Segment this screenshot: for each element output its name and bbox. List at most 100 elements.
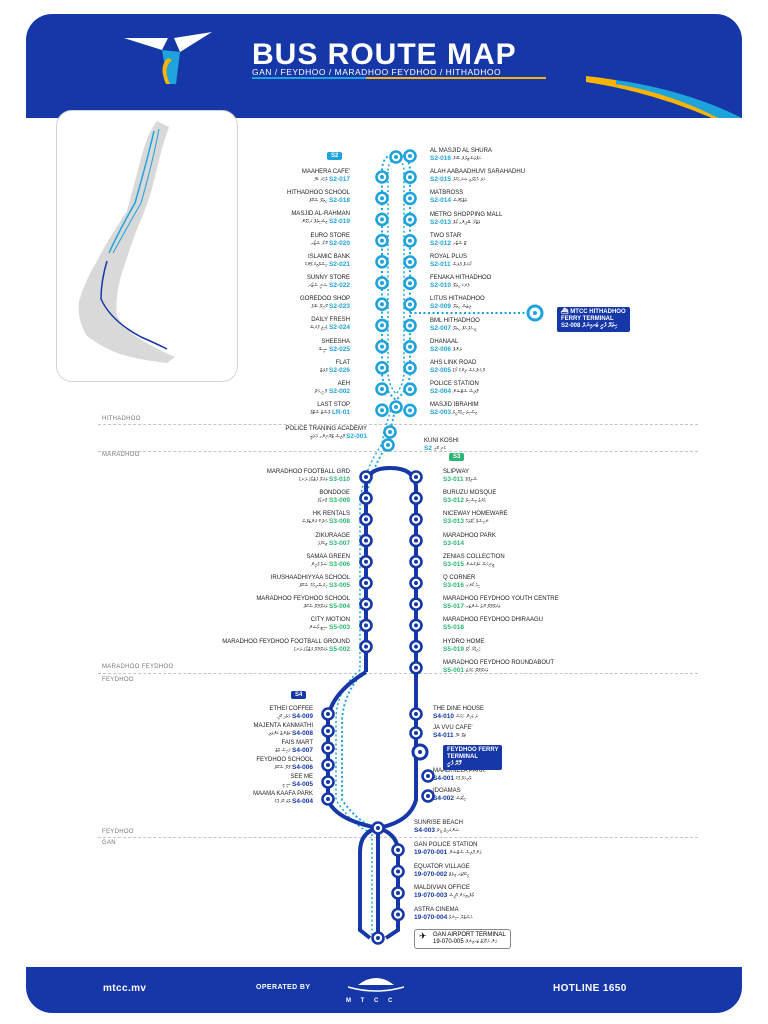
stop-code: S4-006: [292, 764, 313, 771]
hotline-number[interactable]: HOTLINE 1650: [553, 983, 627, 994]
stop-dhivehi-name: ބޮނޑޯގެ: [317, 498, 328, 505]
stop-code: S2-019: [329, 218, 350, 226]
bus-stop-dot: [414, 602, 418, 607]
stop-dhivehi-name: ޔޫރޯ ސްޓޯރ: [310, 240, 328, 247]
bus-stop-dot: [414, 712, 418, 716]
bus-stop-dot: [414, 581, 418, 585]
stop-dhivehi-name: އިރުޝާދިއްޔާ ސްކޫލް: [299, 583, 328, 589]
bus-stop-dot: [408, 302, 412, 307]
bus-stop-dot: [418, 750, 422, 754]
stop-dhivehi-name: ބީ.އެމް.އެލް ހިތަދޫ: [452, 325, 477, 332]
stop-name: FEYDHOO SCHOOL: [256, 757, 313, 763]
stop-code: S4-001: [433, 775, 454, 782]
stop-dhivehi-name: މިސްކިތު އިބްރާހީމް: [452, 410, 478, 417]
stop-name: AHS LINK ROAD: [430, 360, 477, 366]
stop-name: KUNI KOSHI: [424, 438, 459, 444]
stop-code: S2-020: [329, 239, 350, 247]
stop-dhivehi-name: ލިޓަސް ހިތަދޫ: [452, 304, 472, 311]
bus-stop-dot: [380, 408, 384, 413]
stop-dhivehi-name: ސަންރައިޒް ބީޗް: [436, 828, 460, 834]
stop-code: S2: [424, 445, 432, 452]
stop-dhivehi-name: މާދިއެލާ ޕާކް: [455, 776, 472, 782]
stop-code: S3-008: [329, 518, 350, 526]
stop-code: S3-007: [329, 539, 350, 547]
stop-name: ZENIAS COLLECTION: [443, 553, 505, 560]
stop-name: SHEESHA: [321, 338, 350, 345]
stop-dhivehi-name: ޓޫ ސްޓާރ: [452, 240, 467, 247]
bus-stop-dot: [414, 731, 418, 735]
header-stripes: [252, 76, 742, 118]
stop-code: S3-011: [443, 476, 464, 483]
stop-name: TWO STAR: [430, 232, 462, 239]
stop-name: BONDOGE: [319, 490, 350, 497]
stop-code: S3-015: [443, 560, 464, 568]
stop-code: 19-070-001: [414, 849, 448, 856]
stop-dhivehi-name: މަރަދޫފޭދޫ ފުޓްބޯޅަ ދަނޑު: [293, 646, 328, 653]
stop-dhivehi-name: ސިޓީ މޯޝަން: [308, 625, 328, 632]
stop-dhivehi-name: އެޗް.ކޭ ރެންޓަލްސް: [301, 519, 328, 526]
stop-dhivehi-name: ދަނާލް: [452, 346, 462, 353]
zone-label-feydhoo: FEYDHOO: [102, 829, 134, 835]
stop-code: LR-01: [331, 409, 350, 417]
stop-name: FAIS MART: [281, 740, 313, 746]
stop-name: THE DINE HOUSE: [433, 706, 485, 712]
bus-stop-dot: [414, 559, 418, 564]
stop-name: CITY MOTION: [310, 617, 350, 624]
bus-stop-dot: [380, 196, 384, 201]
stop-name: MATBROSS: [430, 190, 464, 197]
stop-dhivehi-name: އަލްމަސްޖިދުލް ޝޫރާ: [452, 156, 481, 162]
bus-stop-dot: [388, 430, 392, 434]
stop-code: S2-012: [430, 239, 451, 247]
stop-name: SUNNY STORE: [306, 275, 350, 281]
bus-stop-dot: [533, 311, 537, 315]
stop-dhivehi-name: އޭ.އީ.އެޗް: [314, 389, 328, 395]
stop-name: POLICE STATION: [430, 381, 479, 388]
stop-dhivehi-name: މަރަދޫފޭދޫ ސްކޫލް: [303, 604, 328, 611]
stop-code: S3-010: [329, 476, 350, 483]
bus-stop-dot: [414, 496, 418, 501]
stop-code: S2-024: [329, 324, 350, 332]
bus-stop-dot: [408, 154, 412, 158]
stop-name: MAADHIELA PARK: [433, 768, 485, 774]
route-badge-s3: S3: [449, 453, 465, 461]
website-link[interactable]: mtcc.mv: [103, 983, 147, 994]
stop-name: MALDIVIAN OFFICE: [414, 885, 471, 891]
mtcc-boat-logo-icon: [347, 978, 405, 992]
stop-name: SEE ME: [290, 774, 313, 780]
bus-stop-dot: [326, 797, 330, 801]
stop-dhivehi-name: އަލަ އާބާދުވި ސަރަޙައްދު: [452, 177, 486, 184]
page-subtitle: GAN / FEYDHOO / MARADHOO FEYDHOO / HITHA…: [252, 67, 502, 77]
stop-name: ROYAL PLUS: [430, 254, 468, 260]
stop-dhivehi-name: ނައިސްވޭ ހޯމްވެއާ: [465, 519, 489, 526]
stop-code: S3-013: [443, 518, 464, 526]
stop-name: HITHADHOO SCHOOL: [286, 190, 350, 197]
stop-code: S3-009: [329, 497, 350, 505]
route-badge-s2: S2: [327, 152, 343, 160]
bus-stop-dot: [414, 665, 418, 670]
stop-dhivehi-name: މަރަދޫފޭދޫ ބުރުޒު: [465, 667, 489, 674]
stop-code: S2-026: [329, 366, 350, 374]
stop-code: S2-017: [329, 176, 350, 183]
stop-code: S2-018: [329, 197, 350, 205]
bus-stop-dot: [364, 475, 368, 479]
stop-name: BURUZU MOSQUE: [443, 490, 497, 497]
stop-dhivehi-name: ފްލެޓް: [319, 367, 328, 374]
stop-code: S5-001: [443, 666, 464, 674]
